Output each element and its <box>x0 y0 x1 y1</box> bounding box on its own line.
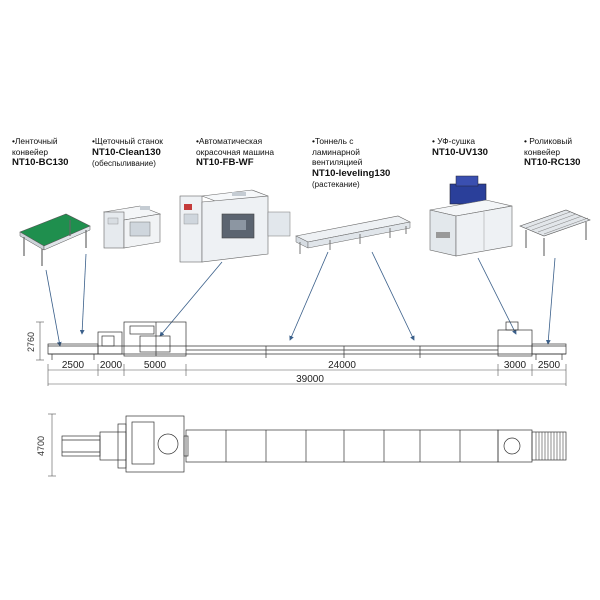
brush-machine-image <box>102 205 162 249</box>
uv-dryer-image <box>429 175 513 257</box>
label-line: конвейер <box>12 146 49 157</box>
arrow-brush <box>79 253 87 335</box>
label-brush-machine: •Щеточный станок NT10-Clean130 (обеспыли… <box>92 136 163 169</box>
dim-seg-6: 2500 <box>538 360 561 371</box>
belt-conveyor-image <box>19 213 91 266</box>
pointer-arrows <box>45 251 556 347</box>
label-model: NT10-BC130 <box>12 157 69 168</box>
side-elevation <box>47 321 567 360</box>
label-model: NT10-RC130 <box>524 157 581 168</box>
arrow-belt <box>45 269 62 347</box>
label-line: •Автоматическая <box>196 136 263 146</box>
arrow-tunnel-2 <box>371 251 415 341</box>
label-leveling-tunnel: •Тоннель с ламинарной вентиляцией NT10-l… <box>312 136 390 190</box>
label-model: NT10-FB-WF <box>196 157 254 168</box>
label-model: NT10-UV130 <box>432 146 488 158</box>
leveling-tunnel-image <box>295 215 411 254</box>
dim-height-side: 2760 <box>26 332 36 352</box>
arrow-tunnel-1 <box>289 251 329 341</box>
label-uv-dryer: • УФ-сушка NT10-UV130 <box>432 136 488 159</box>
arrow-roller <box>545 257 556 345</box>
spray-machine-image <box>179 189 291 263</box>
dim-seg-1: 2500 <box>62 360 85 371</box>
arrow-uv <box>477 257 517 335</box>
plan-view <box>61 415 567 473</box>
label-model: NT10-Clean130 <box>92 146 161 158</box>
segment-dimension-line <box>47 364 567 386</box>
dim-seg-3: 5000 <box>144 360 167 371</box>
label-roller-conveyor: • Роликовый конвейер NT10-RC130 <box>524 136 581 169</box>
roller-conveyor-image <box>519 209 591 256</box>
arrow-spray <box>159 261 223 337</box>
label-note: (обеспыливание) <box>92 158 156 168</box>
label-line: • Роликовый <box>524 136 573 146</box>
label-line: •Щеточный станок <box>92 136 163 146</box>
label-line: вентиляцией <box>312 157 363 167</box>
label-line: конвейер <box>524 146 561 157</box>
label-line: •Тоннель с <box>312 136 354 146</box>
dim-seg-4: 24000 <box>328 360 356 371</box>
label-line: •Ленточный <box>12 136 58 146</box>
plan-rollers <box>535 432 564 460</box>
dim-seg-2: 2000 <box>100 360 123 371</box>
label-belt-conveyor: •Ленточный конвейер NT10-BC130 <box>12 136 69 169</box>
dim-total: 39000 <box>296 374 324 385</box>
dim-seg-5: 3000 <box>504 360 527 371</box>
label-line: ламинарной <box>312 146 360 157</box>
label-line: • УФ-сушка <box>432 136 476 146</box>
width-dimension <box>48 413 56 477</box>
label-line: окрасочная машина <box>196 146 274 157</box>
height-dimension <box>36 321 44 361</box>
label-model: NT10-leveling130 <box>312 167 391 179</box>
label-note: (растекание) <box>312 179 360 189</box>
dim-width-top: 4700 <box>36 436 46 456</box>
label-spray-machine: •Автоматическая окрасочная машина NT10-F… <box>196 136 274 169</box>
